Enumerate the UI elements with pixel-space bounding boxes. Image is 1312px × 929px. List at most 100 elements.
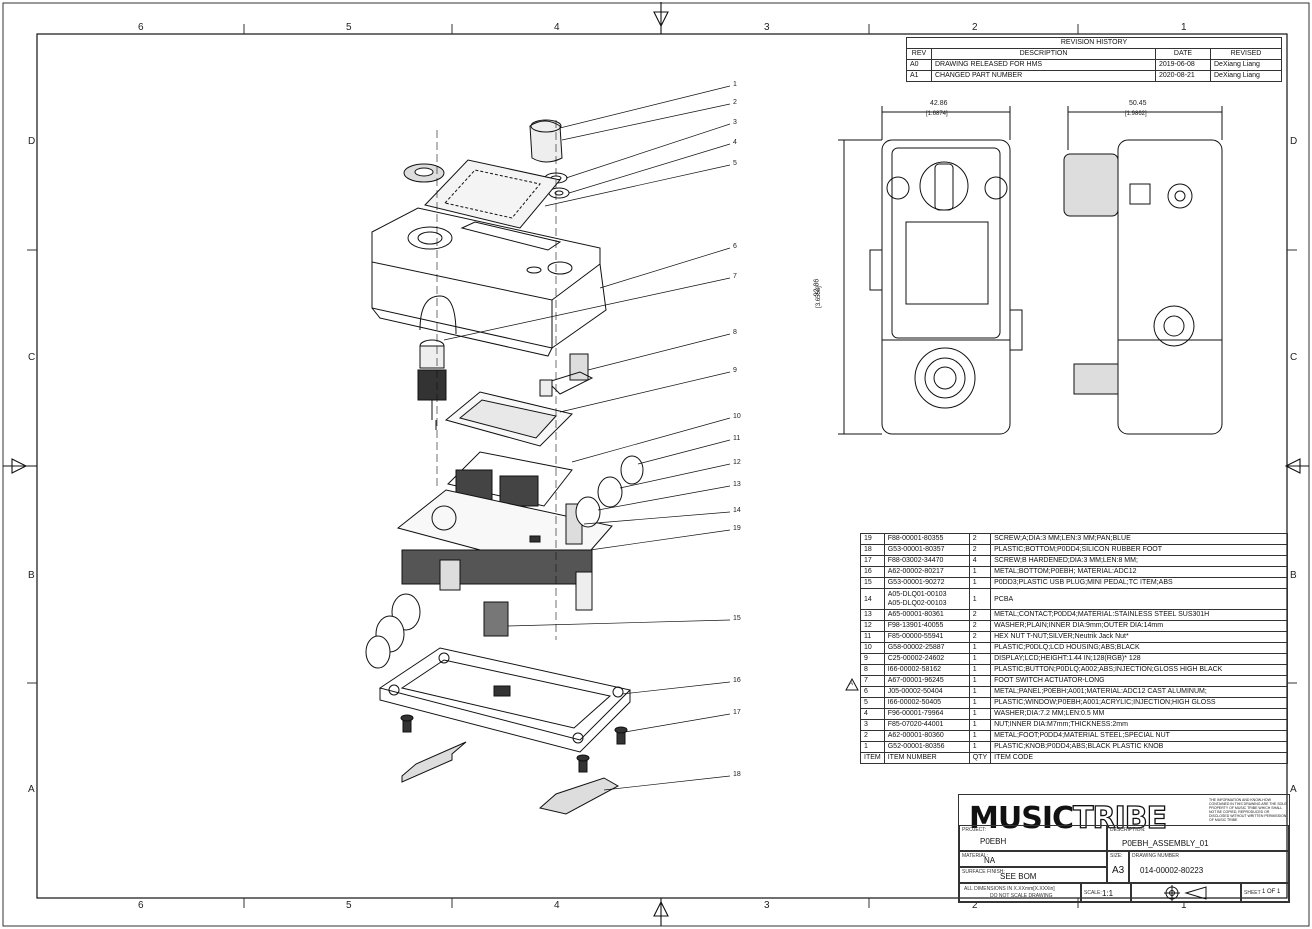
bom-qty-cell: 1 (968, 642, 992, 654)
callout-number: 13 (733, 481, 741, 488)
callout-number: 7 (733, 273, 737, 280)
front-view (838, 106, 1023, 435)
centering-marks (3, 2, 1309, 926)
bom-item-code-cell: HEX NUT T-NUT;SILVER;Neutrik Jack Nut* (990, 631, 1288, 643)
third-angle-projection-icon (1164, 885, 1207, 901)
revision-triangle-icon (845, 677, 859, 691)
bom-item-cell: 13 (860, 609, 885, 621)
drawing-number-cell: DRAWING NUMBER 014-00002-80223 (1129, 851, 1289, 883)
bom-qty-cell: 2 (968, 544, 992, 556)
zone-col-2-top: 2 (972, 22, 978, 33)
bom-part-number-cell: I66-00002-58162 (883, 664, 970, 676)
bom-qty-cell: 1 (968, 708, 992, 720)
bom-item-code-cell: WASHER;PLAIN;INNER DIA:9mm;OUTER DIA:14m… (990, 620, 1288, 632)
bom-item-code-cell: WASHER;DIA:7.2 MM;LEN:0.5 MM (990, 708, 1288, 720)
callout-number: 8 (733, 329, 737, 336)
rev-header: REV (906, 48, 932, 60)
leader-lines (443, 85, 731, 791)
callout-number: 4 (733, 139, 737, 146)
bom-header-cell: ITEM NUMBER (883, 752, 970, 764)
projection-cell (1131, 883, 1241, 902)
revision-row: A1 CHANGED PART NUMBER 2020-08-21 DeXian… (906, 70, 1282, 82)
bom-item-code-cell: SCREW;B HARDENED;DIA:3 MM;LEN:8 MM; (990, 555, 1288, 567)
callout-number: 16 (733, 677, 741, 684)
bom-item-cell: 3 (860, 719, 885, 731)
bom-part-number-cell: A65-00001-80361 (883, 609, 970, 621)
rev-cell: A1 (906, 70, 932, 82)
bom-header-cell: QTY (968, 752, 992, 764)
bom-item-cell: 4 (860, 708, 885, 720)
callout-number: 17 (733, 709, 741, 716)
description-cell: CHANGED PART NUMBER (931, 70, 1156, 82)
callout-number: 5 (733, 160, 737, 167)
zone-col-1-top: 1 (1181, 22, 1187, 33)
revised-cell: DeXiang Liang (1210, 70, 1282, 82)
callout-number: 3 (733, 119, 737, 126)
description-header: DESCRIPTION (931, 48, 1156, 60)
surface-finish-cell: SURFACE FINISH: SEE BOM (959, 867, 1107, 883)
bom-header-cell: ITEM (860, 752, 885, 764)
bom-item-code-cell: METAL;PANEL;P0EBH;A001;MATERIAL:ADC12 CA… (990, 686, 1288, 698)
bom-item-cell: 2 (860, 730, 885, 742)
side-view (1063, 106, 1223, 435)
bom-item-code-cell: PLASTIC;BOTTOM;P0DD4;SILICON RUBBER FOOT (990, 544, 1288, 556)
size-cell: SIZE: A3 (1107, 851, 1129, 883)
callout-number: 6 (733, 243, 737, 250)
width-dimension-inch: [1.6874] (926, 111, 948, 117)
revision-row: A0 DRAWING RELEASED FOR HMS 2019-06-08 D… (906, 59, 1282, 71)
date-cell: 2019-06-08 (1155, 59, 1211, 71)
no-scale-note: DO NOT SCALE DRAWING (990, 893, 1053, 899)
description-cell: DESCRIPTION: P0EBH_ASSEMBLY_01 (1107, 825, 1289, 851)
callout-number: 9 (733, 367, 737, 374)
confidentiality-notice: THE INFORMATION AND KNOW-HOW CONTAINED I… (1209, 798, 1287, 822)
size-label: SIZE: (1110, 853, 1123, 859)
zone-col-2-bottom: 2 (972, 900, 978, 911)
zone-row-c-right: C (1290, 352, 1298, 363)
bom-part-number-cell: J05-00002-50404 (883, 686, 970, 698)
zone-row-c-left: C (28, 352, 36, 363)
zone-col-6-bottom: 6 (138, 900, 144, 911)
zone-col-4-bottom: 4 (554, 900, 560, 911)
bom-item-cell: 16 (860, 566, 885, 578)
bom-qty-cell: 2 (968, 609, 992, 621)
date-cell: 2020-08-21 (1155, 70, 1211, 82)
bom-qty-cell: 1 (968, 675, 992, 687)
drawing-number-value: 014-00002-80223 (1140, 866, 1204, 875)
bom-part-number-cell: F85-07020-44001 (883, 719, 970, 731)
description-cell: DRAWING RELEASED FOR HMS (931, 59, 1156, 71)
zone-col-4-top: 4 (554, 22, 560, 33)
callout-number: 19 (733, 525, 741, 532)
sheet-cell: SHEET 1 OF 1 (1241, 883, 1289, 902)
bom-part-number-cell: A67-00001-96245 (883, 675, 970, 687)
size-value: A3 (1112, 865, 1125, 876)
title-block: MUSICTRIBE THE INFORMATION AND KNOW-HOW … (958, 794, 1290, 903)
bom-part-number-cell: G58-00002-25887 (883, 642, 970, 654)
callout-number: 10 (733, 413, 741, 420)
bom-qty-cell: 1 (968, 719, 992, 731)
bom-qty-cell: 1 (968, 577, 992, 589)
revised-header: REVISED (1210, 48, 1282, 60)
bom-item-code-cell: P0DD3;PLASTIC USB PLUG;MINI PEDAL;TC ITE… (990, 577, 1288, 589)
project-label: PROJECT: (962, 827, 987, 833)
bom-item-code-cell: METAL;BOTTOM;P0EBH; MATERIAL:ADC12 (990, 566, 1288, 578)
bom-item-cell: 19 (860, 533, 885, 545)
bom-part-number-cell: G52-00001-80356 (883, 741, 970, 753)
tolerance-cell: ALL DIMENSIONS IN X.XXmm[X.XXXin] DO NOT… (959, 883, 1081, 902)
bom-item-cell: 15 (860, 577, 885, 589)
callout-number: 15 (733, 615, 741, 622)
zone-col-3-bottom: 3 (764, 900, 770, 911)
zone-row-d-left: D (28, 136, 36, 147)
bom-item-cell: 12 (860, 620, 885, 632)
zone-col-6-top: 6 (138, 22, 144, 33)
